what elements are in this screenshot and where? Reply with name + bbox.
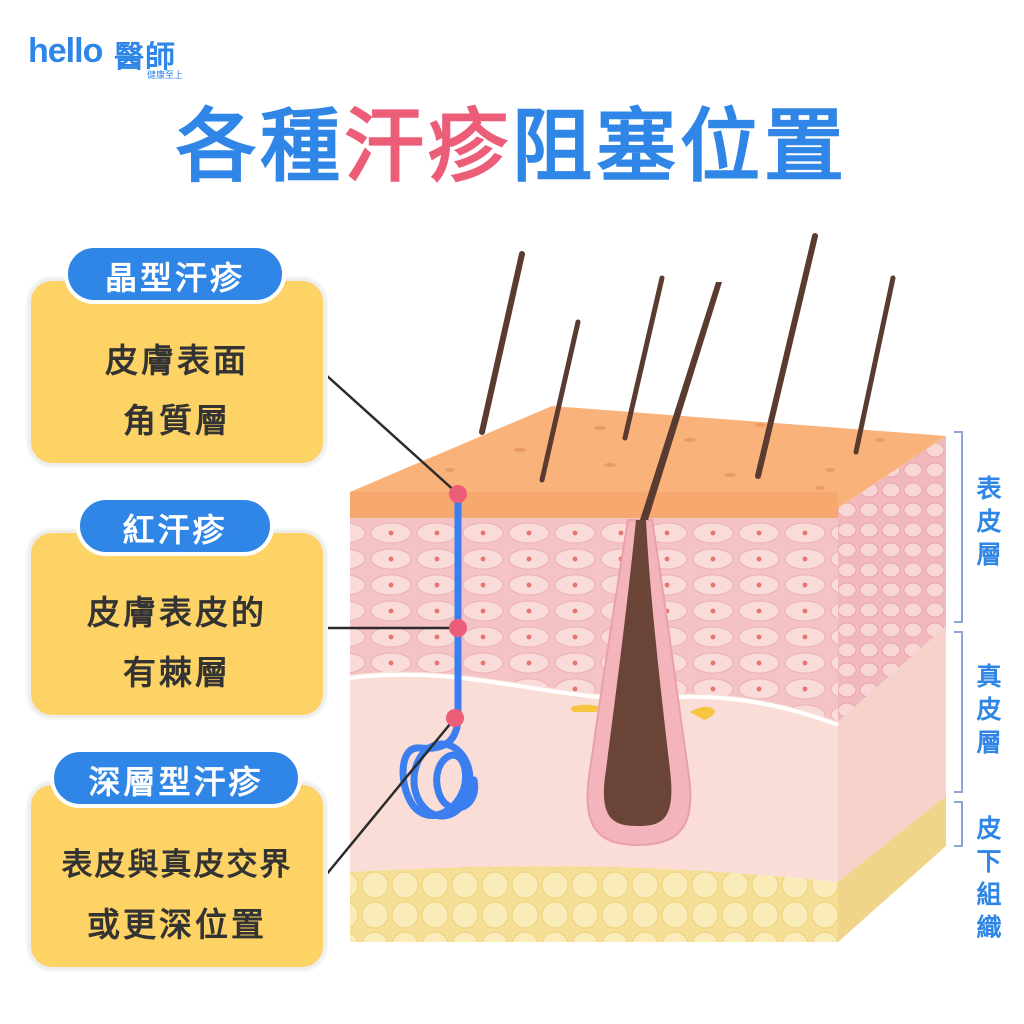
blockage-point-surface: [449, 485, 467, 503]
label-dermis: 真 皮 層: [976, 662, 1002, 757]
card-1-line-2: 角質層: [123, 401, 231, 440]
card-3-line-2: 或更深位置: [87, 905, 267, 944]
hairs: [479, 233, 896, 483]
logo: hello 醫師 健康至上: [28, 30, 218, 81]
hair-follicle: [570, 282, 722, 847]
card-3-line-1: 表皮與真皮交界: [61, 847, 293, 883]
heading-miliaria-crystallina: 晶型汗疹: [64, 244, 286, 304]
label-subcutaneous: 皮 下 組 織: [976, 814, 1002, 942]
label-epidermis: 表 皮 層: [976, 474, 1002, 569]
page-title: 各種汗疹阻塞位置: [0, 92, 1024, 202]
sweat-duct: [399, 490, 479, 820]
surface-pores: [445, 423, 885, 490]
heading-miliaria-rubra: 紅汗疹: [76, 496, 274, 556]
stratum-corneum: [350, 492, 838, 518]
layer-brackets: [954, 431, 963, 847]
title-part-3: 阻塞位置: [512, 100, 848, 193]
skin-surface: [350, 406, 946, 508]
blockage-point-deep: [446, 709, 464, 727]
logo-tagline: 健康至上: [147, 71, 184, 81]
side-face: [838, 436, 946, 942]
title-part-2: 汗疹: [344, 100, 512, 193]
epidermis-layer: [350, 518, 838, 722]
card-miliaria-rubra: 皮膚表皮的 有棘層: [28, 530, 326, 718]
card-2-line-1: 皮膚表皮的: [87, 593, 267, 632]
fat-layer: [350, 866, 838, 942]
card-miliaria-crystallina: 皮膚表面 角質層: [28, 278, 326, 466]
title-part-1: 各種: [176, 100, 344, 193]
connector-lines: [325, 374, 459, 876]
heading-miliaria-profunda: 深層型汗疹: [50, 748, 302, 808]
card-2-line-2: 有棘層: [123, 653, 231, 692]
logo-hello: hello: [28, 32, 103, 70]
card-1-line-1: 皮膚表面: [105, 341, 249, 380]
logo-brand: 醫師: [114, 40, 176, 75]
blockage-point-spinous: [449, 619, 467, 637]
